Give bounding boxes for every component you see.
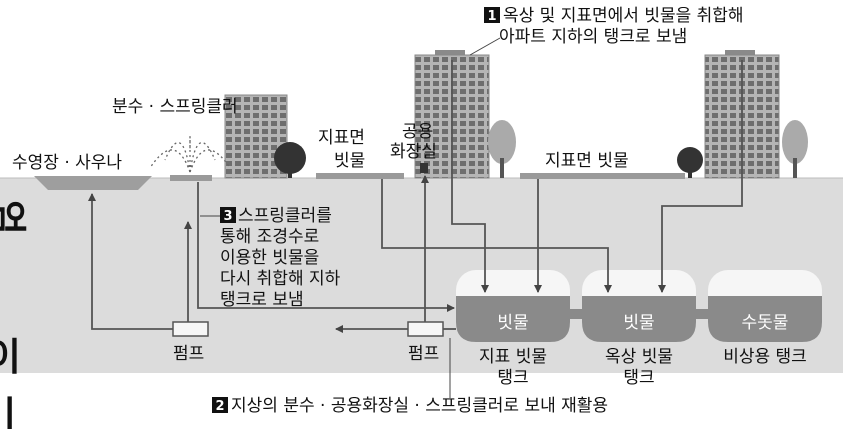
note-1-line2: 아파트 지하의 탱크로 보냄 xyxy=(499,27,687,47)
fountain-spray xyxy=(149,136,231,173)
edge-text-bottom: ㅣ xyxy=(0,393,27,429)
tank-2-inside: 빗물 xyxy=(623,313,654,333)
label-fountain: 분수 · 스프링클러 xyxy=(112,97,238,117)
underground-area xyxy=(0,178,843,373)
swimming-pool xyxy=(34,176,152,190)
label-surface-rain-left-2: 빗물 xyxy=(334,151,365,171)
note-1-line1: 옥상 및 지표면에서 빗물을 취합해 xyxy=(503,6,744,26)
tank-1-caption-1: 지표 빗물 xyxy=(479,347,547,367)
tree-2 xyxy=(488,120,516,178)
label-pump-right: 펌프 xyxy=(408,344,439,364)
pump-right xyxy=(407,321,444,337)
tank-2-caption-2: 탱크 xyxy=(623,368,654,388)
note-1-badge xyxy=(484,7,500,23)
note-3-badge xyxy=(220,207,236,223)
label-toilet-2: 화장실 xyxy=(390,142,437,162)
surface-left xyxy=(316,173,404,179)
note-3-line4: 다시 취합해 지하 xyxy=(220,269,341,289)
fountain-base xyxy=(170,175,212,181)
tank-connector-1 xyxy=(570,309,582,319)
tree-1 xyxy=(274,142,306,178)
note-3-line1: 스프링클러를 xyxy=(238,206,332,226)
leader-note-1 xyxy=(469,37,501,56)
label-surface-rain-left-1: 지표면 xyxy=(318,128,365,148)
tree-3 xyxy=(677,147,703,178)
pipe-roof2-to-surface-tank xyxy=(451,60,489,293)
tank-1-inside: 빗물 xyxy=(497,313,528,333)
surface-right xyxy=(520,173,685,179)
label-toilet-1: 공용 xyxy=(402,122,433,142)
note-2-badge-text: 2 xyxy=(215,399,224,414)
tank-2-caption-1: 옥상 빗물 xyxy=(605,347,673,367)
edge-text-top: 엄 xyxy=(0,200,29,235)
tank-connector-2 xyxy=(696,309,708,319)
pipe-roof3-to-tank xyxy=(658,60,743,293)
edge-text-mid: 이 xyxy=(0,335,21,379)
note-3-line2: 통해 조경수로 xyxy=(220,227,319,247)
tree-4 xyxy=(782,120,808,178)
tank-3-inside: 수돗물 xyxy=(742,313,789,333)
tank-1-caption-2: 탱크 xyxy=(497,368,528,388)
label-pool: 수영장 · 사우나 xyxy=(12,153,122,173)
pump-left xyxy=(172,321,209,337)
tank-emergency xyxy=(708,270,822,342)
pipe-pump-left-to-pool xyxy=(88,193,173,330)
toilet-box xyxy=(420,163,428,173)
note-1-badge-text: 1 xyxy=(487,9,496,24)
tank-3-caption-1: 비상용 탱크 xyxy=(723,347,807,367)
pipe-surface-left-to-tank xyxy=(381,179,612,293)
label-surface-rain-right: 지표면 빗물 xyxy=(545,151,629,171)
note-3-line3: 이용한 빗물을 xyxy=(220,248,319,268)
pipe-sprinkler-return xyxy=(197,182,455,312)
note-3-badge-text: 3 xyxy=(223,209,232,224)
note-3-line5: 탱크로 보냄 xyxy=(220,290,304,310)
note-2-text: 지상의 분수 · 공용화장실 · 스프링클러로 보내 재활용 xyxy=(231,396,608,416)
note-2-badge xyxy=(212,397,228,413)
label-pump-left: 펌프 xyxy=(173,344,204,364)
